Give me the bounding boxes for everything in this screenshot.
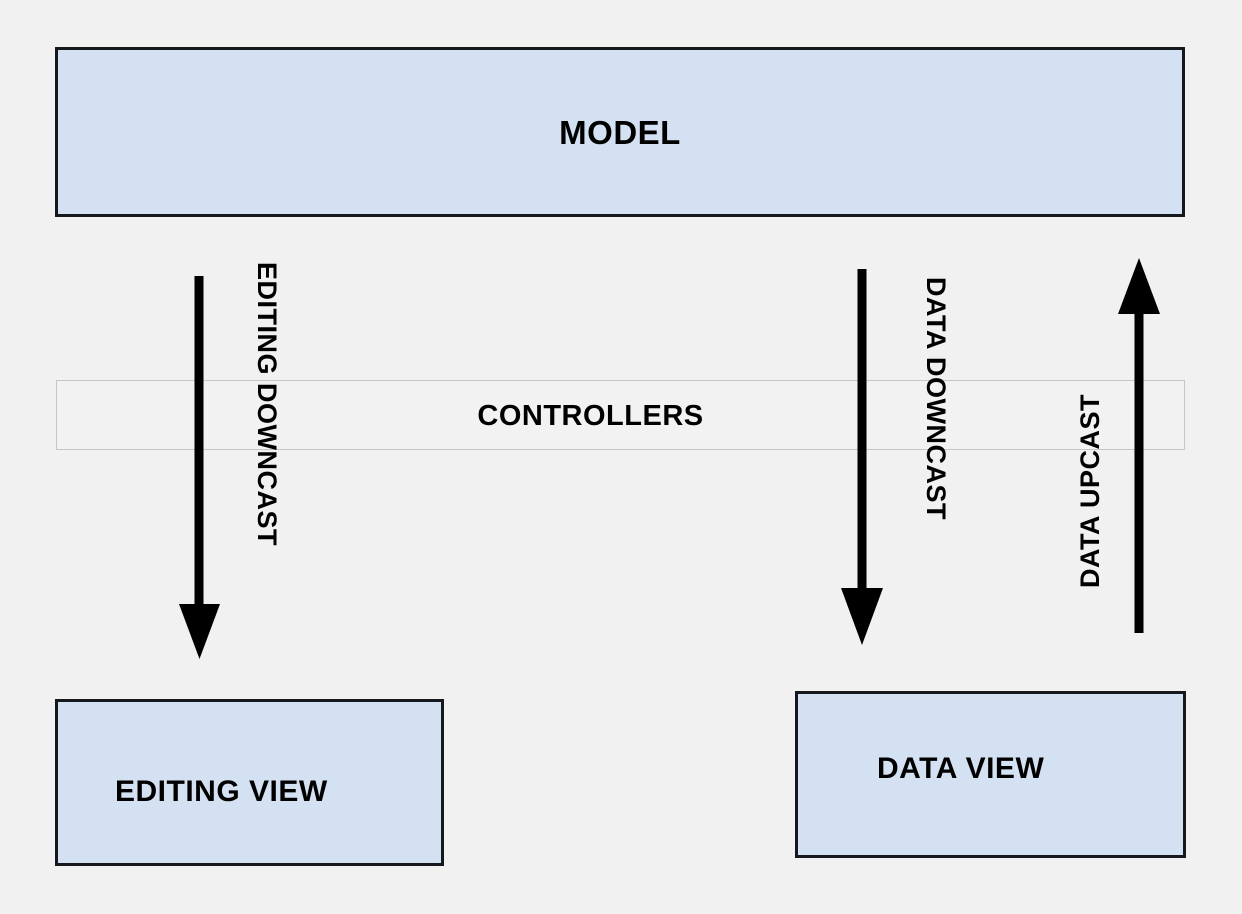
model-box-label: MODEL [559,113,681,151]
editing-downcast-arrow [179,276,220,659]
editing-view-box: EDITING VIEW [55,699,444,866]
data-view-box-label: DATA VIEW [877,752,1045,785]
controllers-band: CONTROLLERS [56,380,1185,450]
data-upcast-label: DATA UPCAST [1075,394,1105,588]
controllers-band-label: CONTROLLERS [477,399,704,432]
data-view-box: DATA VIEW [795,691,1186,858]
editing-downcast-label: EDITING DOWNCAST [252,262,282,546]
editing-view-box-label: EDITING VIEW [115,775,328,808]
data-downcast-arrow [841,269,883,645]
data-downcast-label: DATA DOWNCAST [921,277,951,520]
model-box: MODEL [55,47,1185,217]
